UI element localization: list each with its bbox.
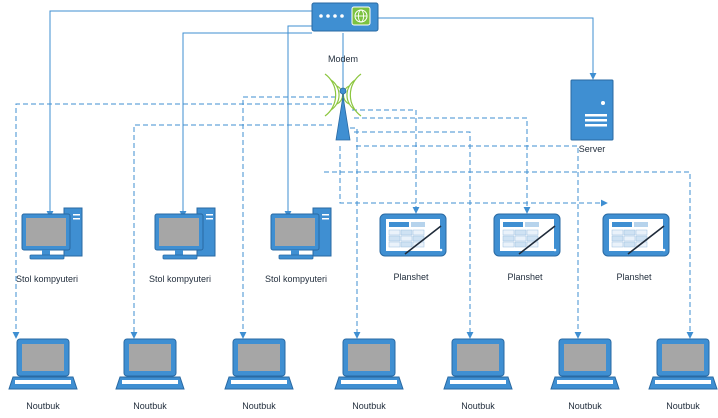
server: Server xyxy=(570,79,614,154)
stylus-icon xyxy=(404,225,442,255)
laptop-label: Noutbuk xyxy=(133,401,167,411)
laptop: Noutbuk xyxy=(224,338,294,411)
laptop-label: Noutbuk xyxy=(26,401,60,411)
connector-modem-desktop-1 xyxy=(46,10,312,218)
connector-wifi-tablet-3 xyxy=(339,146,608,207)
connector-wifi-tablet-2 xyxy=(354,117,531,214)
modem-led xyxy=(333,14,337,18)
server-label: Server xyxy=(579,144,606,154)
desktop-screen xyxy=(26,218,66,246)
connector-wifi-laptop-1 xyxy=(12,103,332,339)
laptop-screen xyxy=(348,344,390,371)
desktop-label: Stol kompyuteri xyxy=(149,274,211,284)
laptop-label: Noutbuk xyxy=(352,401,386,411)
laptop-screen xyxy=(238,344,280,371)
laptop-screen xyxy=(129,344,171,371)
laptop: Noutbuk xyxy=(8,338,78,411)
connector-modem-desktop-3 xyxy=(284,25,312,218)
laptop-screen xyxy=(22,344,64,371)
server-tower xyxy=(570,79,614,141)
desktop-computer: Stol kompyuteri xyxy=(265,207,332,284)
tablet xyxy=(602,213,670,257)
modem-label: Modem xyxy=(328,54,358,64)
wifi-tower xyxy=(335,95,351,141)
desktop-screen xyxy=(159,218,199,246)
tablet xyxy=(493,213,561,257)
modem-led xyxy=(340,14,344,18)
tablet-label: Planshet xyxy=(393,272,429,282)
stylus-icon xyxy=(627,225,665,255)
laptop-screen xyxy=(457,344,499,371)
laptop-label: Noutbuk xyxy=(242,401,276,411)
modem-led xyxy=(319,14,323,18)
laptop-label: Noutbuk xyxy=(461,401,495,411)
modem-led xyxy=(326,14,330,18)
desktop-label: Stol kompyuteri xyxy=(16,274,78,284)
connector-modem-server xyxy=(378,17,597,80)
tablets: Planshet Planshet Planshet xyxy=(379,213,670,282)
connections xyxy=(12,10,694,339)
connector-wifi-laptop-7 xyxy=(324,171,694,339)
laptop-screen xyxy=(662,344,704,371)
laptop: Noutbuk xyxy=(115,338,185,411)
desktop-label: Stol kompyuteri xyxy=(265,274,327,284)
connector-modem-desktop-2 xyxy=(179,32,312,218)
laptop: Noutbuk xyxy=(648,338,718,411)
desktop-computer: Stol kompyuteri xyxy=(149,207,216,284)
desktop-screen xyxy=(275,218,315,246)
connector-wifi-laptop-5 xyxy=(354,131,474,339)
modem: Modem xyxy=(311,2,379,64)
wifi-antenna-tip xyxy=(339,87,347,95)
connector-wifi-tablet-1 xyxy=(352,109,420,214)
connector-wifi-laptop-2 xyxy=(130,124,332,339)
connector-wifi-laptop-4 xyxy=(350,127,361,339)
laptop: Noutbuk xyxy=(443,338,513,411)
laptop: Noutbuk xyxy=(550,338,620,411)
globe-icon xyxy=(351,6,371,26)
tablet xyxy=(379,213,447,257)
connector-wifi-laptop-6 xyxy=(356,145,582,339)
laptops: Noutbuk Noutbuk Noutbuk Noutbuk Noutbuk Noutb… xyxy=(8,338,718,411)
stylus-icon xyxy=(518,225,556,255)
wifi-access-point xyxy=(324,73,362,141)
laptop: Noutbuk xyxy=(334,338,404,411)
desktop-computer: Stol kompyuteri xyxy=(16,207,83,284)
laptop-label: Noutbuk xyxy=(666,401,700,411)
laptop-screen xyxy=(564,344,606,371)
tablet-label: Planshet xyxy=(616,272,652,282)
tablet-label: Planshet xyxy=(507,272,543,282)
desktops: Stol kompyuteri Stol kompyuteri Stol kompy… xyxy=(16,207,332,284)
laptop-label: Noutbuk xyxy=(568,401,602,411)
connector-wifi-laptop-3 xyxy=(239,96,336,339)
